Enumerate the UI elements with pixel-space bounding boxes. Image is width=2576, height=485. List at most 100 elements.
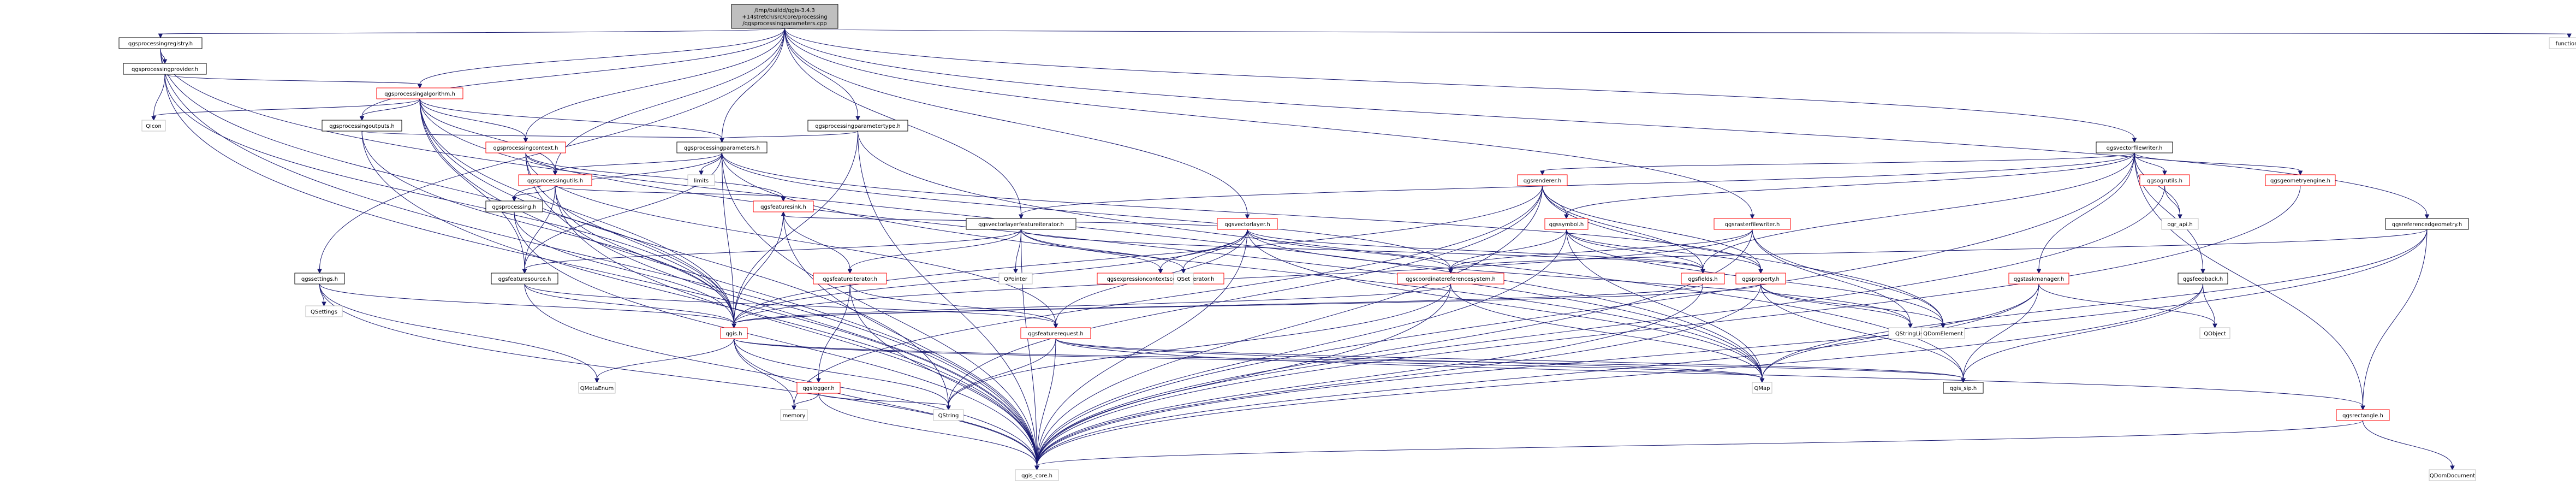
edge-vectorfilewriter-to-fields [1700, 152, 2135, 274]
node-label: QMap [1754, 386, 1770, 392]
node-qmap: QMap [1752, 382, 1772, 394]
node-property[interactable]: qgsproperty.h [1735, 273, 1786, 285]
node-vectorlayer[interactable]: qgsvectorlayer.h [1217, 218, 1278, 230]
node-label: qgsprocessing.h [492, 204, 536, 210]
node-box [813, 273, 887, 285]
edge-root-to-outputs [359, 28, 785, 121]
node-processing[interactable]: qgsprocessing.h [485, 200, 543, 212]
node-refgeom[interactable]: qgsreferencedgeometry.h [2385, 218, 2469, 230]
node-ograpi: ogr_api.h [2161, 218, 2199, 230]
node-box [687, 174, 715, 186]
node-expcontextgen[interactable]: qgsexpressioncontextscopegenerator.h [1097, 273, 1224, 285]
node-symbol[interactable]: qgssymbol.h [1544, 218, 1589, 230]
node-geomengine[interactable]: qgsgeometryengine.h [2265, 174, 2336, 186]
node-fields[interactable]: qgsfields.h [1681, 273, 1725, 285]
edge-root-to-paramtype [784, 28, 860, 121]
edge-algorithm-to-qicon [151, 98, 420, 121]
node-box [720, 327, 748, 339]
node-label: qgsrenderer.h [1524, 178, 1562, 184]
node-box [294, 273, 345, 285]
node-box [1397, 273, 1504, 285]
node-label: qgsvectorfilewriter.h [2107, 145, 2163, 151]
edge-symbol-to-qmap [1566, 229, 1765, 383]
edge-rasterfilewriter-to-qgis [731, 229, 1753, 329]
edge-rasterfilewriter-to-qgscore [1034, 229, 1753, 471]
edge-featurerequest-to-qmap [1055, 338, 1765, 383]
node-label: qgsfeedback.h [2183, 276, 2223, 282]
node-rectangle[interactable]: qgsrectangle.h [2336, 409, 2390, 421]
node-box [518, 174, 592, 186]
node-root[interactable]: /tmp/buildd/qgis-3.4.3+14stretch/src/cor… [731, 4, 838, 29]
node-box [485, 141, 566, 153]
edge-settings-to-qgis [319, 283, 736, 329]
node-label: qgsfields.h [1688, 276, 1717, 282]
node-label: QIcon [146, 123, 162, 129]
node-logger[interactable]: qgslogger.h [796, 382, 841, 394]
edge-root-to-refgeom [784, 28, 2430, 220]
node-context[interactable]: qgsprocessingcontext.h [485, 141, 566, 153]
node-settings[interactable]: qgssettings.h [294, 273, 345, 285]
edge-fields-to-qgscore [1034, 283, 1703, 471]
edge-utils_proc-to-processing [511, 185, 556, 202]
edge-vectorlayer-to-qgscore [1034, 229, 1248, 471]
node-ogrutils[interactable]: qgsogrutils.h [2139, 174, 2190, 186]
node-label: qgsprocessingregistry.h [128, 41, 193, 47]
node-parameters[interactable]: qgsprocessingparameters.h [676, 141, 768, 153]
node-label: QSettings [311, 309, 337, 315]
node-label: qgsfeaturerequest.h [1028, 331, 1084, 337]
edge-outputs-to-parameters [361, 131, 724, 143]
node-box [1020, 327, 1091, 339]
node-outputs[interactable]: qgsprocessingoutputs.h [322, 120, 402, 132]
edge-root-to-registry [158, 28, 785, 39]
edge-feedback-to-qgssip [1961, 283, 2203, 383]
node-featureiterator[interactable]: qgsfeatureiterator.h [813, 273, 887, 285]
edge-property-to-qgis [731, 283, 1761, 329]
edge-parameters-to-qmap [722, 152, 1765, 383]
node-featurerequest[interactable]: qgsfeaturerequest.h [1020, 327, 1091, 339]
node-vectorfilewriter[interactable]: qgsvectorfilewriter.h [2096, 141, 2173, 153]
edge-vectorfilewriter-to-taskmanager [2036, 152, 2135, 274]
node-label: qgsprocessingprovider.h [132, 67, 198, 73]
node-qgis[interactable]: qgis.h [720, 327, 748, 339]
edge-paramtype-to-qgis [731, 131, 858, 329]
node-paramtype[interactable]: qgsprocessingparametertype.h [807, 120, 908, 132]
node-box [1173, 273, 1194, 285]
node-box [485, 200, 543, 212]
node-box [376, 87, 463, 99]
edge-algorithm-to-outputs [359, 98, 420, 121]
edge-vectorfilewriter-to-feedback [2134, 152, 2205, 274]
node-renderer[interactable]: qgsrenderer.h [1517, 174, 1568, 186]
edge-renderer-to-qgscore [1034, 185, 1543, 471]
edge-featuresink-to-qgscore [783, 211, 1039, 471]
edge-qgis-to-qgscore [734, 338, 1039, 471]
node-featuresource[interactable]: qgsfeaturesource.h [491, 273, 558, 285]
node-utils_proc[interactable]: qgsprocessingutils.h [518, 174, 592, 186]
node-provider[interactable]: qgsprocessingprovider.h [123, 63, 207, 75]
node-qobject: QObject [2199, 327, 2230, 339]
node-qgssip[interactable]: qgis_sip.h [1943, 382, 1984, 394]
node-feedback[interactable]: qgsfeedback.h [2178, 273, 2228, 285]
node-qstringlist: QStringList [1888, 327, 1932, 339]
edge-paramtype-to-qgssip [858, 131, 1966, 383]
node-vlfi[interactable]: qgsvectorlayerfeatureiterator.h [966, 218, 1076, 230]
node-box [2385, 218, 2469, 230]
edge-parameters-to-qgis [722, 152, 736, 329]
node-box [123, 63, 207, 75]
node-box [141, 120, 166, 132]
edge-vlfi-to-featuresource [522, 229, 1021, 274]
edge-symbol-to-property [1566, 229, 1763, 274]
node-box [2549, 37, 2576, 49]
node-algorithm[interactable]: qgsprocessingalgorithm.h [376, 87, 463, 99]
edge-utils_proc-to-featuresink [555, 185, 786, 202]
node-crs[interactable]: qgscoordinatereferencesystem.h [1397, 273, 1504, 285]
edge-parameters-to-crs [722, 152, 1453, 274]
node-label: qgsprocessingutils.h [527, 178, 583, 184]
node-box [1517, 174, 1568, 186]
node-taskmanager[interactable]: qgstaskmanager.h [2008, 273, 2069, 285]
node-featuresink[interactable]: qgsfeaturesink.h [753, 200, 814, 212]
node-registry[interactable]: qgsprocessingregistry.h [118, 37, 203, 49]
node-label: ogr_api.h [2167, 222, 2192, 228]
node-box [2336, 409, 2390, 421]
node-label: limits [694, 178, 709, 184]
node-rasterfilewriter[interactable]: qgsrasterfilewriter.h [1714, 218, 1791, 230]
